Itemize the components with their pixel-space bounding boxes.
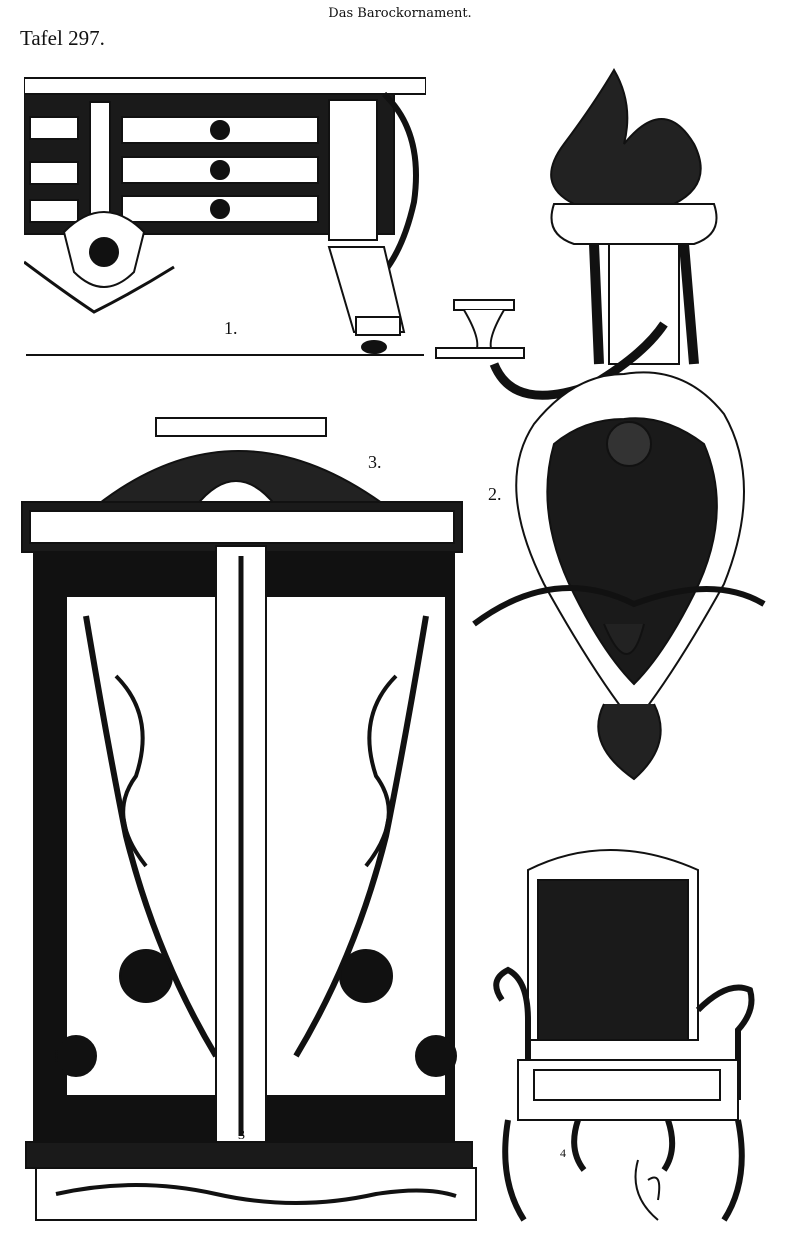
armchair-drawing-icon: [493, 849, 755, 1222]
running-title: Das Barockornament.: [328, 6, 472, 21]
armoire-figure: [16, 416, 478, 1226]
figure-3-number: 3.: [368, 452, 382, 472]
cabinet-center-mark: 3: [238, 1128, 245, 1143]
armoire-drawing-icon: [21, 417, 477, 1221]
commode-drawing-icon: [24, 77, 426, 356]
plate-label: Tafel 297.: [20, 26, 105, 50]
figure-2-number: 2.: [488, 484, 502, 504]
commode-figure: [24, 72, 426, 357]
armchair-figure: [488, 840, 760, 1232]
figure-4-number: 4: [560, 1146, 566, 1160]
wall-sconce-drawing-icon: [435, 68, 766, 781]
figure-1-number: 1.: [224, 318, 238, 338]
sconce-figure: [434, 64, 774, 784]
